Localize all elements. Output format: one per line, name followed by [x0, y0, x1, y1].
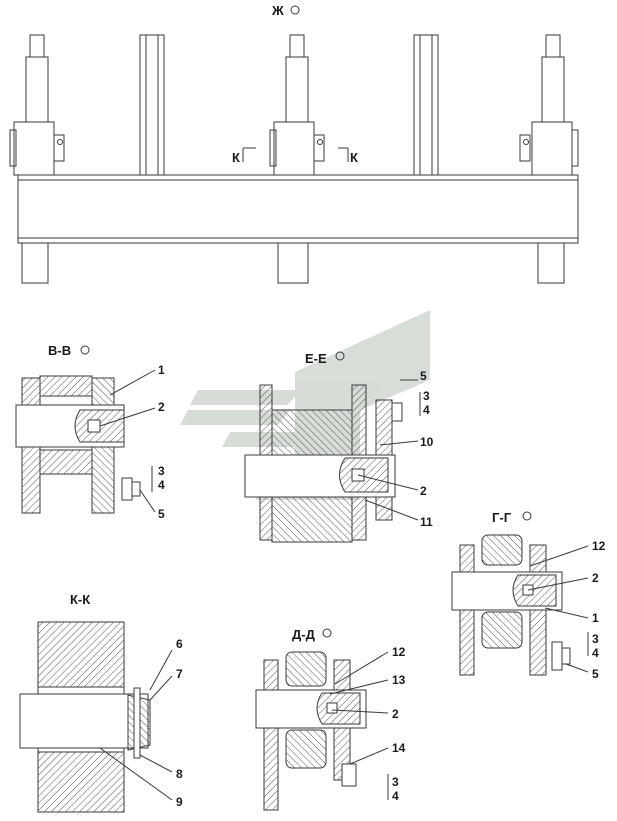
view-label-top: Ж — [271, 3, 284, 18]
view-kk: К-К 6 7 8 9 — [19, 592, 183, 813]
callout-dd-3: 3 — [392, 775, 399, 789]
callout-kk-8: 8 — [176, 767, 183, 781]
view-marker-circle — [290, 5, 300, 15]
callout-gg-2: 2 — [592, 571, 599, 585]
callout-ee-4: 4 — [423, 403, 430, 417]
callout-dd-12: 12 — [392, 645, 406, 659]
callout-kk-7: 7 — [176, 667, 183, 681]
view-label-vv: В-В — [48, 343, 71, 358]
post-2 — [413, 34, 439, 176]
hanger-left — [9, 34, 65, 284]
callout-ee-10: 10 — [420, 435, 434, 449]
post-1 — [139, 34, 165, 176]
section-mark-left: К — [232, 150, 240, 165]
callout-vv-2: 2 — [158, 400, 165, 414]
callout-gg-3: 3 — [592, 632, 599, 646]
callout-dd-13: 13 — [392, 673, 406, 687]
view-ee: Е-Е 5 3 4 10 2 11 — [244, 351, 434, 543]
callout-dd-14: 14 — [392, 741, 406, 755]
callout-dd-4: 4 — [392, 789, 399, 803]
view-gg: Г-Г 12 2 1 3 4 5 — [451, 510, 606, 681]
callout-kk-9: 9 — [176, 795, 183, 809]
view-label-ee: Е-Е — [305, 351, 327, 366]
callout-ee-5: 5 — [420, 369, 427, 383]
view-top: Ж — [9, 3, 579, 284]
callout-ee-11: 11 — [420, 515, 433, 529]
callout-vv-4: 4 — [158, 478, 165, 492]
callout-gg-4: 4 — [592, 646, 599, 660]
callout-vv-5: 5 — [158, 507, 165, 521]
main-beam — [17, 174, 579, 244]
view-label-dd: Д-Д — [292, 627, 316, 642]
callout-ee-3: 3 — [423, 389, 430, 403]
callout-dd-2: 2 — [392, 707, 399, 721]
view-label-gg: Г-Г — [492, 510, 512, 525]
view-dd: Д-Д 12 13 2 14 3 4 — [255, 627, 406, 811]
view-vv: В-В 1 2 3 4 5 — [15, 343, 165, 521]
callout-gg-12: 12 — [592, 539, 606, 553]
section-mark-right: К — [350, 150, 358, 165]
callout-ee-2: 2 — [420, 484, 427, 498]
hanger-right — [519, 34, 579, 284]
view-label-kk: К-К — [70, 592, 90, 607]
callout-kk-6: 6 — [176, 637, 183, 651]
callout-vv-3: 3 — [158, 464, 165, 478]
callout-vv-1: 1 — [158, 363, 165, 377]
callout-gg-5: 5 — [592, 667, 599, 681]
callout-gg-1: 1 — [592, 611, 599, 625]
hanger-middle — [269, 34, 325, 284]
